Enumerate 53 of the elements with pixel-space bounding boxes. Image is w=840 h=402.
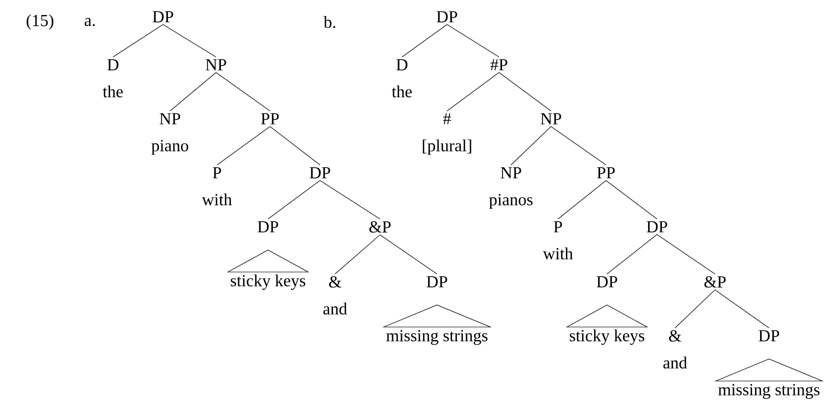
- tree-branch: [606, 180, 658, 220]
- node-label: sticky keys: [230, 274, 306, 290]
- tree-branch: [402, 24, 448, 58]
- tree-branch: [334, 234, 380, 274]
- tree-branch: [268, 180, 320, 220]
- tree-node-label: NP: [206, 59, 226, 70]
- tree-branch: [270, 126, 320, 166]
- tree-node-label: DP: [310, 167, 330, 178]
- tree-branch: [510, 126, 552, 166]
- tree-node-label: # [plural]: [422, 113, 472, 155]
- tree-node-label: NP piano: [151, 113, 188, 155]
- tree-branch: [606, 234, 658, 274]
- example-label: (15): [26, 14, 54, 30]
- node-label: missing strings: [718, 384, 820, 399]
- node-label: missing strings: [386, 330, 488, 345]
- tree-node-label: #P: [490, 59, 508, 70]
- tree-branch: [656, 234, 716, 274]
- tree-node-label: & and: [663, 330, 688, 369]
- tree-node-label: D the: [102, 59, 123, 98]
- node-label: DP: [426, 276, 448, 288]
- node-label: sticky keys: [570, 329, 644, 345]
- tree-branch: [714, 290, 770, 328]
- tree-branch: [446, 72, 500, 112]
- tree-node-label: P with: [202, 167, 232, 206]
- tree-node-label: DP: [436, 11, 458, 22]
- node-label: DP: [258, 221, 278, 232]
- tree-node-label: &P: [704, 276, 726, 288]
- tree-branch: [498, 72, 552, 112]
- tree-branch: [216, 72, 270, 112]
- tree-branch: [446, 24, 500, 58]
- tree-branch: [170, 72, 216, 112]
- tree-branch: [320, 180, 380, 220]
- tree-branch: [112, 24, 164, 58]
- node-label: DP: [758, 330, 780, 342]
- tree-branch: [162, 24, 216, 58]
- tree-node-label: D the: [392, 59, 412, 98]
- example-label: a.: [84, 18, 95, 26]
- tree-node-label: DP: [646, 221, 668, 232]
- tree-branch: [380, 234, 438, 274]
- tree-node-label: PP: [597, 167, 615, 178]
- node-label: DP: [596, 276, 618, 288]
- tree-node-label: NP pianos: [489, 167, 533, 209]
- tree-node-label: PP: [261, 113, 279, 124]
- tree-branch: [674, 290, 716, 328]
- tree-branch: [216, 126, 270, 166]
- tree-branch: [550, 126, 606, 166]
- tree-node-label: &P: [369, 221, 391, 233]
- tree-node-label: & and: [323, 276, 348, 315]
- tree-node-label: NP: [540, 113, 562, 124]
- tree-branch: [558, 180, 606, 220]
- example-label: b.: [324, 16, 336, 28]
- tree-node-label: P with: [542, 221, 573, 260]
- tree-node-label: DP: [152, 11, 174, 22]
